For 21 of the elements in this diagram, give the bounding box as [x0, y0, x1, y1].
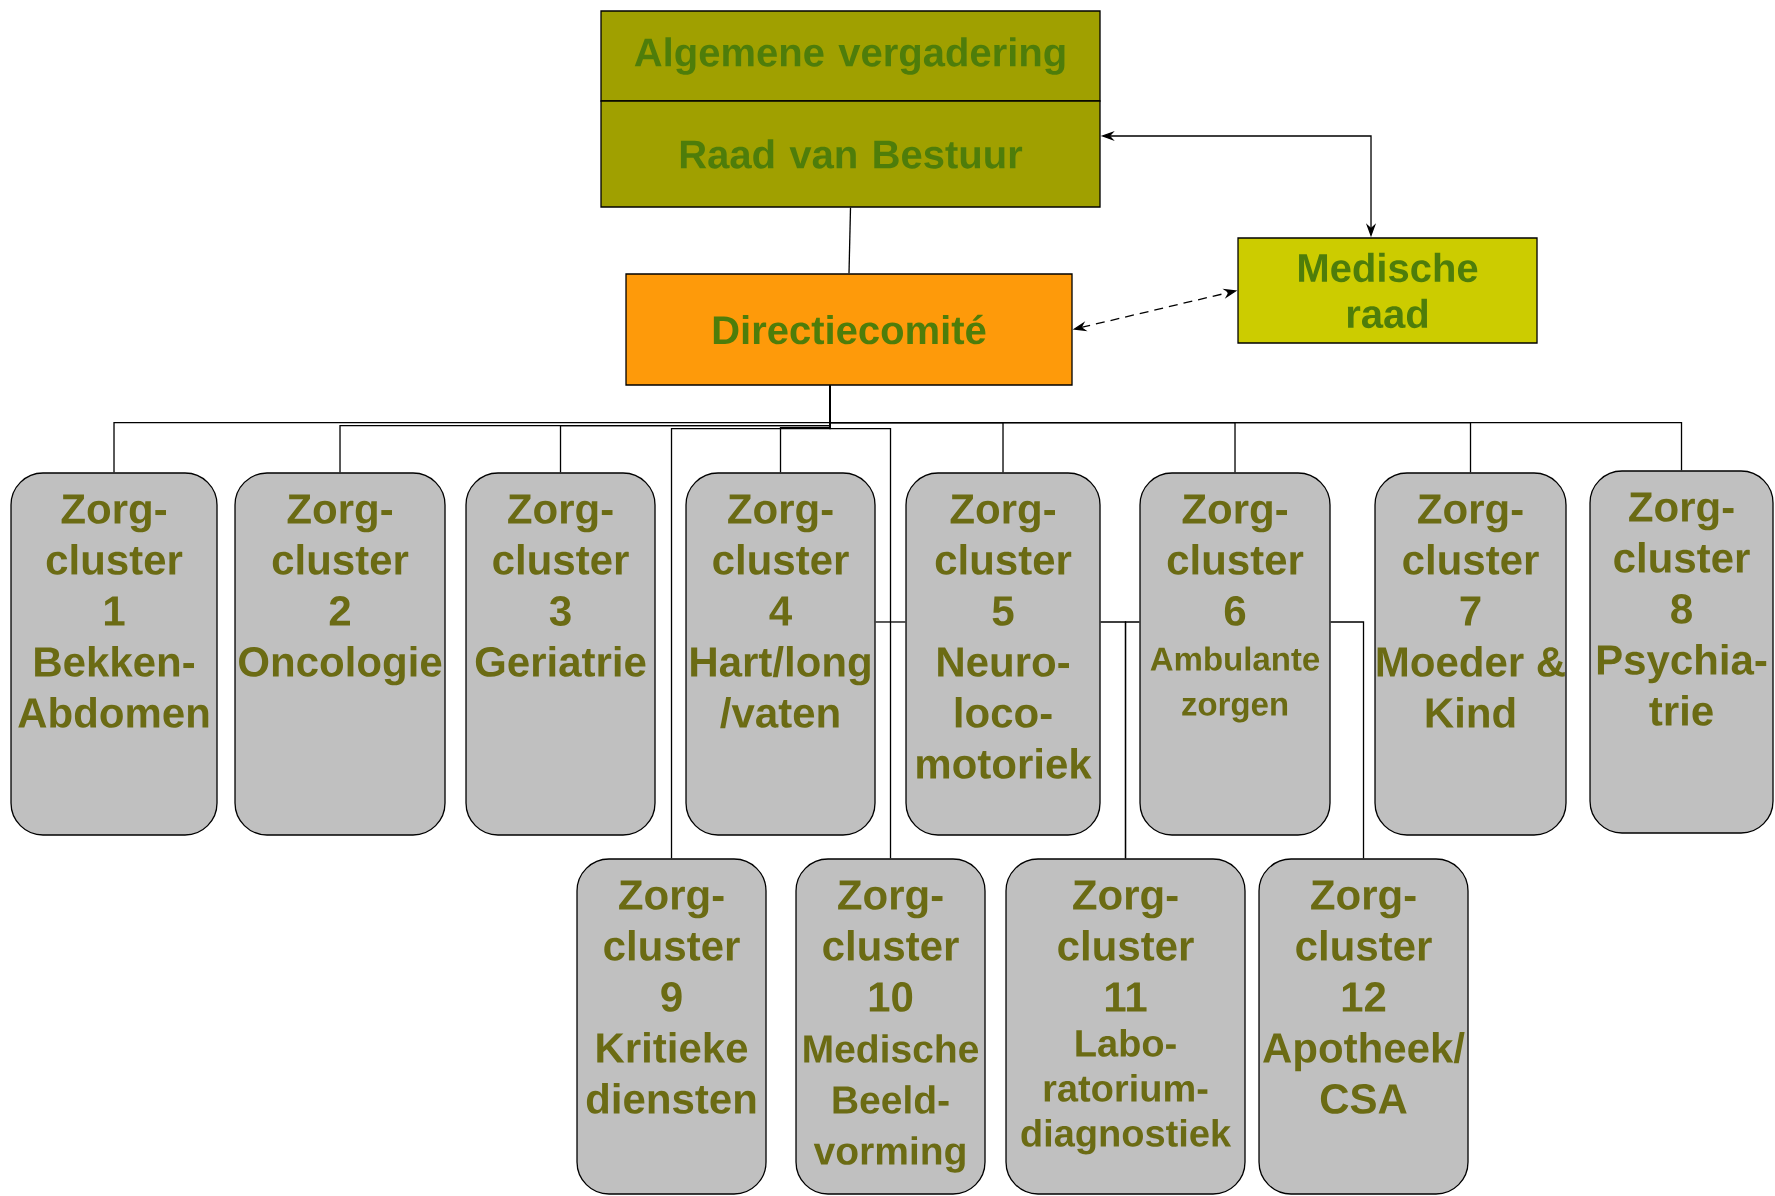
cluster-box: Zorg- cluster 5 Neuro- loco- motoriek [905, 472, 1101, 836]
council-box: Medische raad [1237, 237, 1538, 344]
connector [848, 207, 852, 274]
committee-box: Directiecomité [625, 273, 1073, 386]
board-box: Raad van Bestuur [600, 100, 1101, 208]
cluster-box: Zorg- cluster 4 Hart/long /vaten [685, 472, 876, 836]
connector [875, 621, 906, 623]
cluster-box: Zorg- cluster 8 Psychia- trie [1589, 470, 1774, 834]
connector [829, 385, 892, 859]
cluster-box: Zorg- cluster 2 Oncologie [234, 472, 446, 836]
connector [1330, 621, 1365, 859]
cluster-box: Zorg- cluster 10 Medische Beeld- vorming [795, 858, 986, 1195]
cluster-box: Zorg- cluster 3 Geriatrie [465, 472, 656, 836]
cluster-box: Zorg- cluster 1 Bekken- Abdomen [10, 472, 218, 836]
cluster-box: Zorg- cluster 6 Ambulante zorgen [1139, 472, 1331, 836]
cluster-box: Zorg- cluster 7 Moeder & Kind [1374, 472, 1567, 836]
board-box: Algemene vergadering [600, 10, 1101, 102]
cluster-box: Zorg- cluster 9 Kritieke diensten [576, 858, 767, 1195]
cluster-box: Zorg- cluster 11 Labo- ratorium- diagnostiek [1005, 858, 1246, 1195]
connector [1124, 621, 1140, 859]
cluster-box: Zorg- cluster 12 Apotheek/ CSA [1258, 858, 1469, 1195]
